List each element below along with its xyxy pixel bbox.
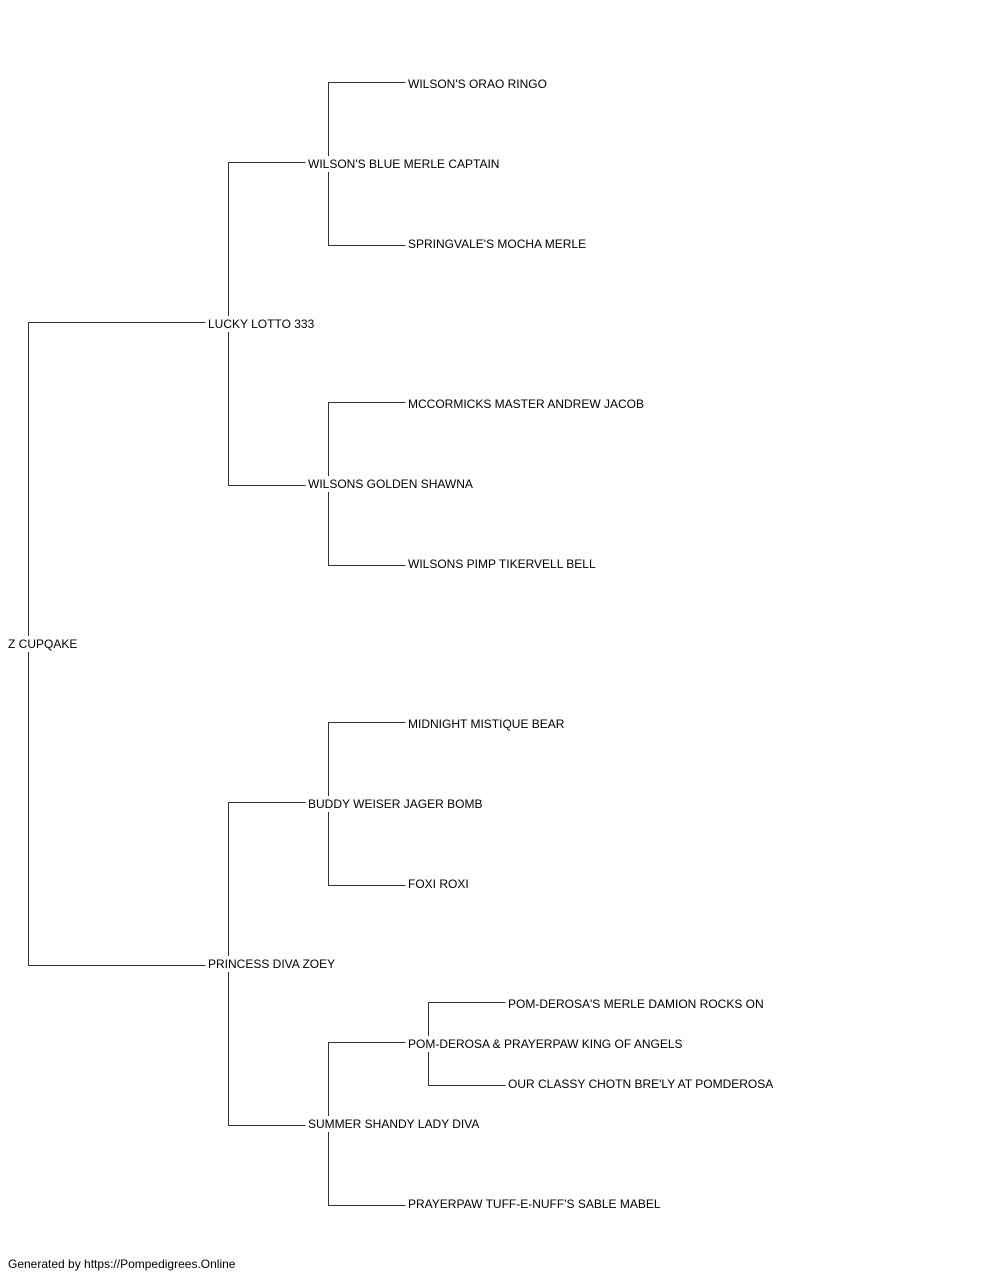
dam-dam-sire-name: POM-DEROSA & PRAYERPAW KING OF ANGELS <box>407 1037 684 1051</box>
connector-buddy-sire <box>328 722 406 796</box>
dam-dam-name: SUMMER SHANDY LADY DIVA <box>307 1117 481 1131</box>
sire-dam-dam-name: WILSONS PIMP TIKERVELL BELL <box>407 557 597 571</box>
connector-summer-sire <box>328 1042 406 1116</box>
generated-by-footer: Generated by https://Pompedigrees.Online <box>8 1257 236 1271</box>
dam-dam-sire-dam-name: OUR CLASSY CHOTN BRE'LY AT POMDEROSA <box>507 1077 775 1091</box>
connector-zoey-dam <box>228 972 306 1126</box>
connector-buddy-dam <box>328 812 406 886</box>
connector-subject-sire <box>28 322 206 636</box>
dam-sire-name: BUDDY WEISER JAGER BOMB <box>307 797 484 811</box>
connector-captain-dam <box>328 172 406 246</box>
connector-king-dam <box>428 1052 506 1086</box>
connector-shawna-sire <box>328 402 406 476</box>
sire-dam-sire-name: MCCORMICKS MASTER ANDREW JACOB <box>407 397 646 411</box>
dam-sire-sire-name: MIDNIGHT MISTIQUE BEAR <box>407 717 566 731</box>
connector-shawna-dam <box>328 492 406 566</box>
connector-subject-dam <box>28 652 206 966</box>
connector-lucky-dam <box>228 332 306 486</box>
connector-lucky-sire <box>228 162 306 316</box>
connector-captain-sire <box>328 82 406 156</box>
connector-king-sire <box>428 1002 506 1036</box>
sire-sire-name: WILSON'S BLUE MERLE CAPTAIN <box>307 157 501 171</box>
subject-name: Z CUPQAKE <box>7 637 79 651</box>
dam-sire-dam-name: FOXI ROXI <box>407 877 470 891</box>
sire-sire-dam-name: SPRINGVALE'S MOCHA MERLE <box>407 237 588 251</box>
connector-summer-dam <box>328 1132 406 1206</box>
connector-zoey-sire <box>228 802 306 956</box>
dam-name: PRINCESS DIVA ZOEY <box>207 957 337 971</box>
sire-name: LUCKY LOTTO 333 <box>207 317 316 331</box>
dam-dam-sire-sire-name: POM-DEROSA'S MERLE DAMION ROCKS ON <box>507 997 765 1011</box>
sire-dam-name: WILSONS GOLDEN SHAWNA <box>307 477 474 491</box>
sire-sire-sire-name: WILSON'S ORAO RINGO <box>407 77 548 91</box>
dam-dam-dam-name: PRAYERPAW TUFF-E-NUFF'S SABLE MABEL <box>407 1197 662 1211</box>
